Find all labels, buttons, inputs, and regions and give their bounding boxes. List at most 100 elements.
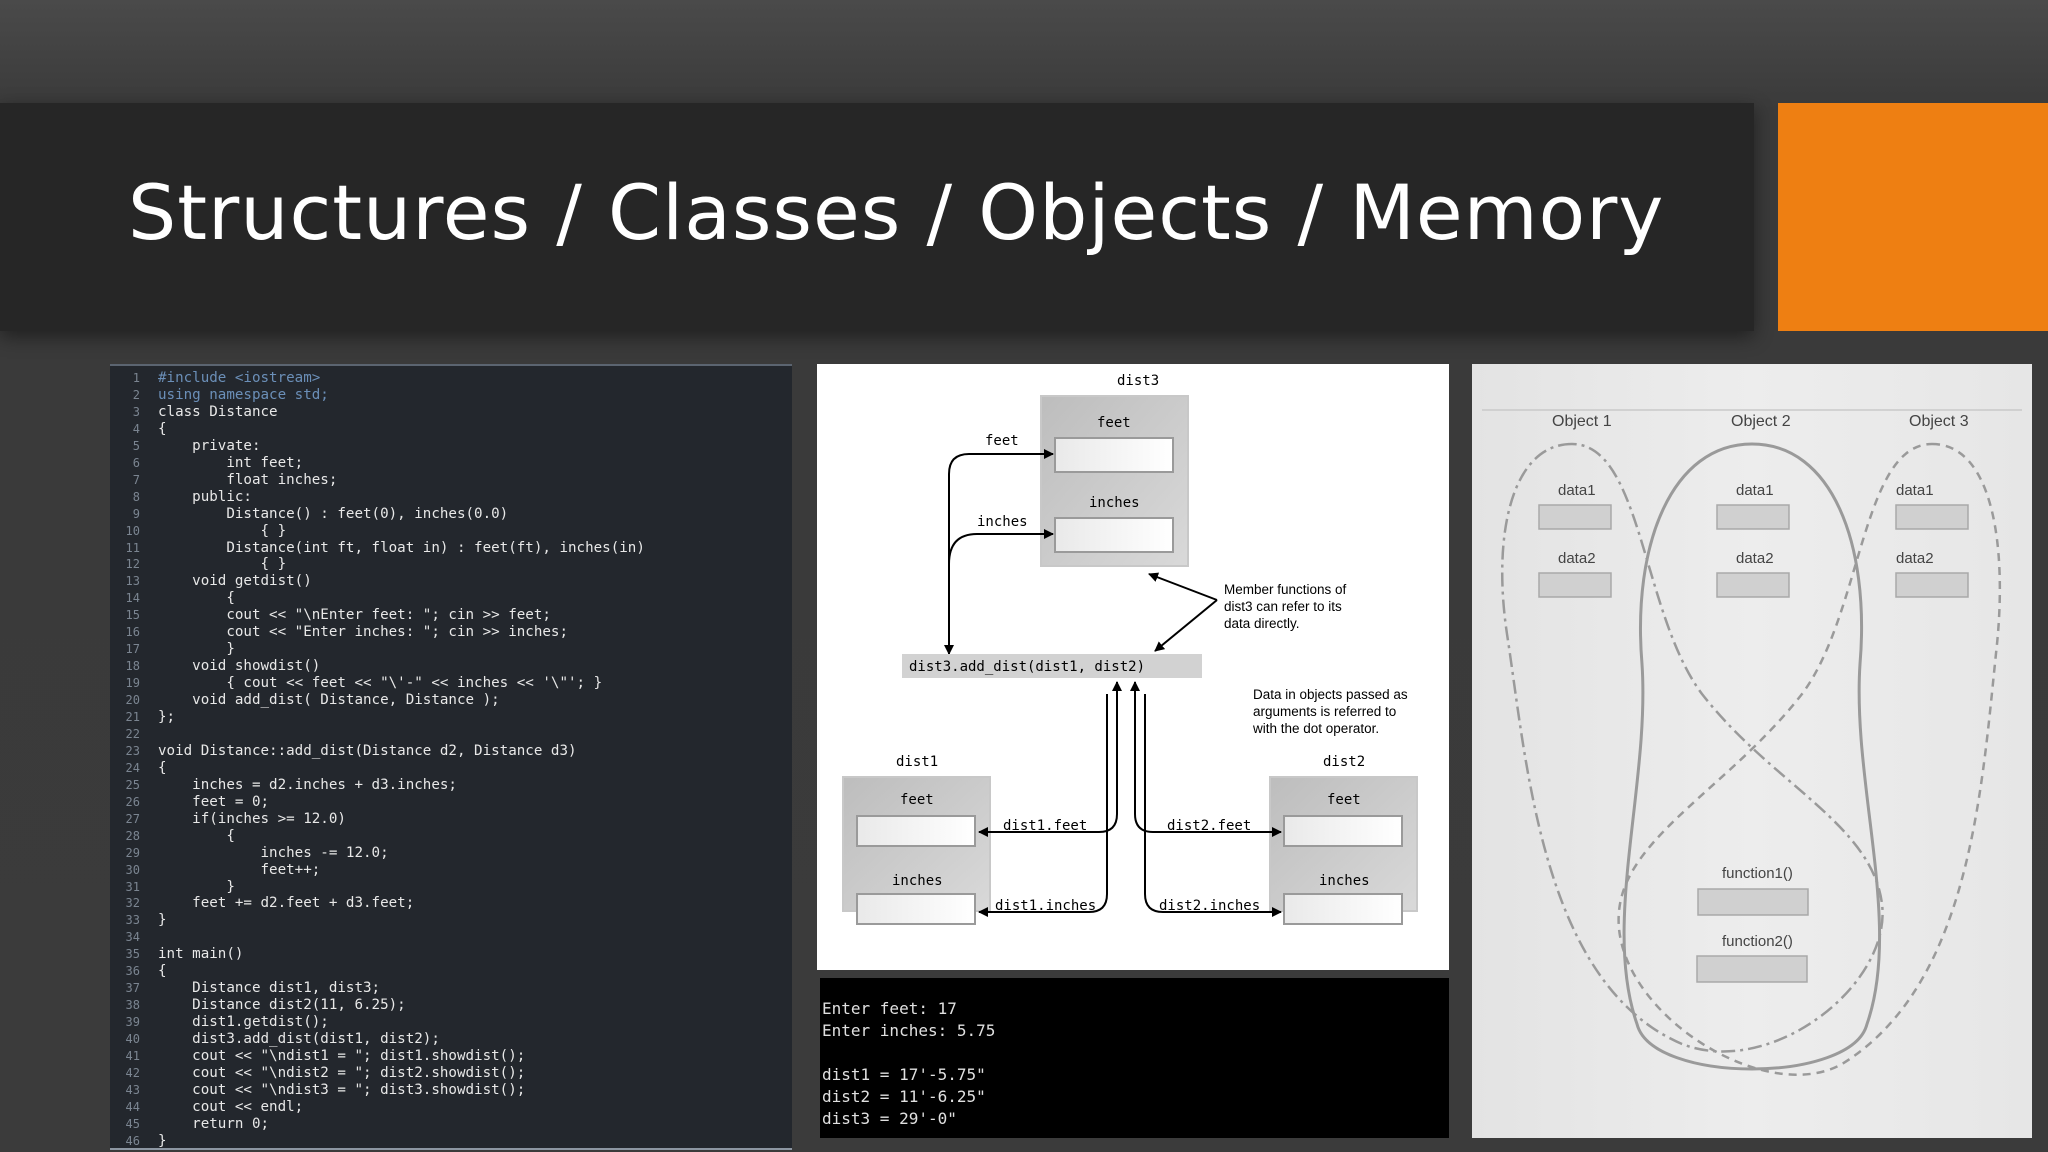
dist2-inches-path xyxy=(1144,694,1282,917)
line-number: 36 xyxy=(125,964,140,979)
line-number: 35 xyxy=(125,947,140,962)
code-text: } xyxy=(158,878,235,895)
line-number: 29 xyxy=(125,845,140,860)
line-number: 27 xyxy=(125,811,140,826)
code-line: 42 cout << "\ndist2 = "; dist2.showdist(… xyxy=(110,1065,792,1082)
dist2-inches-ref: dist2.inches xyxy=(1159,898,1260,914)
code-line: 20 void add_dist( Distance, Distance ); xyxy=(110,692,792,709)
code-text: if(inches >= 12.0) xyxy=(158,810,346,827)
dist2-feet-slot xyxy=(1283,815,1403,847)
code-line: 11 Distance(int ft, float in) : feet(ft)… xyxy=(110,540,792,557)
code-line: 10 { } xyxy=(110,523,792,540)
object1-boundary xyxy=(1501,442,1884,1053)
console-line: Enter inches: 5.75 xyxy=(822,1021,996,1040)
function1-label: function1() xyxy=(1722,865,1793,882)
call-bar xyxy=(902,654,1202,678)
member-note-2: dist3 can refer to its xyxy=(1224,599,1342,614)
code-text: { xyxy=(158,420,167,437)
object1-label: Object 1 xyxy=(1552,413,1612,430)
code-text: cout << endl; xyxy=(158,1098,304,1115)
distance-diagram: dist3 feet inches feet inches dist3.add_… xyxy=(842,373,1418,925)
code-text: Distance dist1, dist3; xyxy=(158,980,381,997)
line-number: 7 xyxy=(132,472,140,487)
dist3-feet-slot xyxy=(1054,437,1174,473)
line-number: 13 xyxy=(125,574,140,589)
arrow-inches-label: inches xyxy=(977,514,1028,530)
line-number: 44 xyxy=(125,1099,140,1114)
line-number: 42 xyxy=(125,1065,140,1080)
code-text: feet += d2.feet + d3.feet; xyxy=(158,895,415,912)
line-number: 30 xyxy=(125,862,140,877)
function2-slot xyxy=(1696,955,1808,983)
distance-diagram-panel: dist3 feet inches feet inches dist3.add_… xyxy=(817,364,1449,970)
obj1-data2-label: data2 xyxy=(1558,550,1596,567)
code-text: void Distance::add_dist(Distance d2, Dis… xyxy=(158,742,577,759)
code-text: } xyxy=(158,641,235,658)
code-text: using namespace std; xyxy=(158,386,329,403)
object2-label: Object 2 xyxy=(1731,413,1791,430)
dist1-inches-ref: dist1.inches xyxy=(995,898,1096,914)
code-line: 31 } xyxy=(110,879,792,896)
code-text: } xyxy=(158,912,167,929)
code-line: 32 feet += d2.feet + d3.feet; xyxy=(110,895,792,912)
obj2-data1-slot xyxy=(1716,504,1790,530)
dist2-label: dist2 xyxy=(1323,754,1365,770)
obj3-data1-slot xyxy=(1895,504,1969,530)
obj2-data2-label: data2 xyxy=(1736,550,1774,567)
line-number: 37 xyxy=(125,981,140,996)
code-text: inches -= 12.0; xyxy=(158,844,389,861)
line-number: 45 xyxy=(125,1116,140,1131)
console-line: Enter feet: 17 xyxy=(822,999,957,1018)
dist1-feet-slot xyxy=(856,815,976,847)
arrow-feet-label: feet xyxy=(985,433,1019,449)
code-line: 29 inches -= 12.0; xyxy=(110,845,792,862)
code-text: cout << "\ndist3 = "; dist3.showdist(); xyxy=(158,1081,526,1098)
function1-slot xyxy=(1697,888,1809,916)
line-number: 3 xyxy=(132,404,140,419)
code-line: 26 feet = 0; xyxy=(110,794,792,811)
dist1-feet-path xyxy=(978,682,1118,837)
code-line: 9 Distance() : feet(0), inches(0.0) xyxy=(110,506,792,523)
line-number: 32 xyxy=(125,896,140,911)
object2-boundary xyxy=(1622,442,1882,1071)
line-number: 46 xyxy=(125,1133,140,1148)
code-line: 22 xyxy=(110,726,792,743)
line-number: 15 xyxy=(125,608,140,623)
code-line: 25 inches = d2.inches + d3.inches; xyxy=(110,777,792,794)
code-line: 17 } xyxy=(110,641,792,658)
args-note-2: arguments is referred to xyxy=(1253,704,1396,719)
line-number: 43 xyxy=(125,1082,140,1097)
code-text: cout << "Enter inches: "; cin >> inches; xyxy=(158,624,568,641)
line-number: 28 xyxy=(125,828,140,843)
line-number: 16 xyxy=(125,625,140,640)
dist3-inches-slot xyxy=(1054,517,1174,553)
obj1-data1-slot xyxy=(1538,504,1612,530)
dist3-label: dist3 xyxy=(1117,373,1159,389)
objects-memory-panel: Object 1 Object 2 Object 3 data1 data2 d… xyxy=(1472,364,2032,1138)
dist2-feet-ref: dist2.feet xyxy=(1167,818,1251,834)
code-line: 44 cout << endl; xyxy=(110,1099,792,1116)
code-line: 41 cout << "\ndist1 = "; dist1.showdist(… xyxy=(110,1048,792,1065)
code-line: 5 private: xyxy=(110,438,792,455)
line-number: 20 xyxy=(125,693,140,708)
dist1-label: dist1 xyxy=(896,754,938,770)
member-arrow-down xyxy=(1154,599,1218,652)
code-line: 4{ xyxy=(110,421,792,438)
code-text: #include <iostream> xyxy=(158,370,321,386)
code-text: Distance(int ft, float in) : feet(ft), i… xyxy=(158,539,645,556)
code-text: void add_dist( Distance, Distance ); xyxy=(158,692,500,709)
code-text: feet = 0; xyxy=(158,793,270,810)
code-line: 19 { cout << feet << "\'-" << inches << … xyxy=(110,675,792,692)
code-text: float inches; xyxy=(158,471,338,488)
code-line: 43 cout << "\ndist3 = "; dist3.showdist(… xyxy=(110,1082,792,1099)
code-line: 36{ xyxy=(110,963,792,980)
code-line: 33} xyxy=(110,912,792,929)
line-number: 31 xyxy=(125,879,140,894)
line-number: 25 xyxy=(125,777,140,792)
code-text: Distance() : feet(0), inches(0.0) xyxy=(158,505,509,522)
call-text: dist3.add_dist(dist1, dist2) xyxy=(909,659,1145,675)
